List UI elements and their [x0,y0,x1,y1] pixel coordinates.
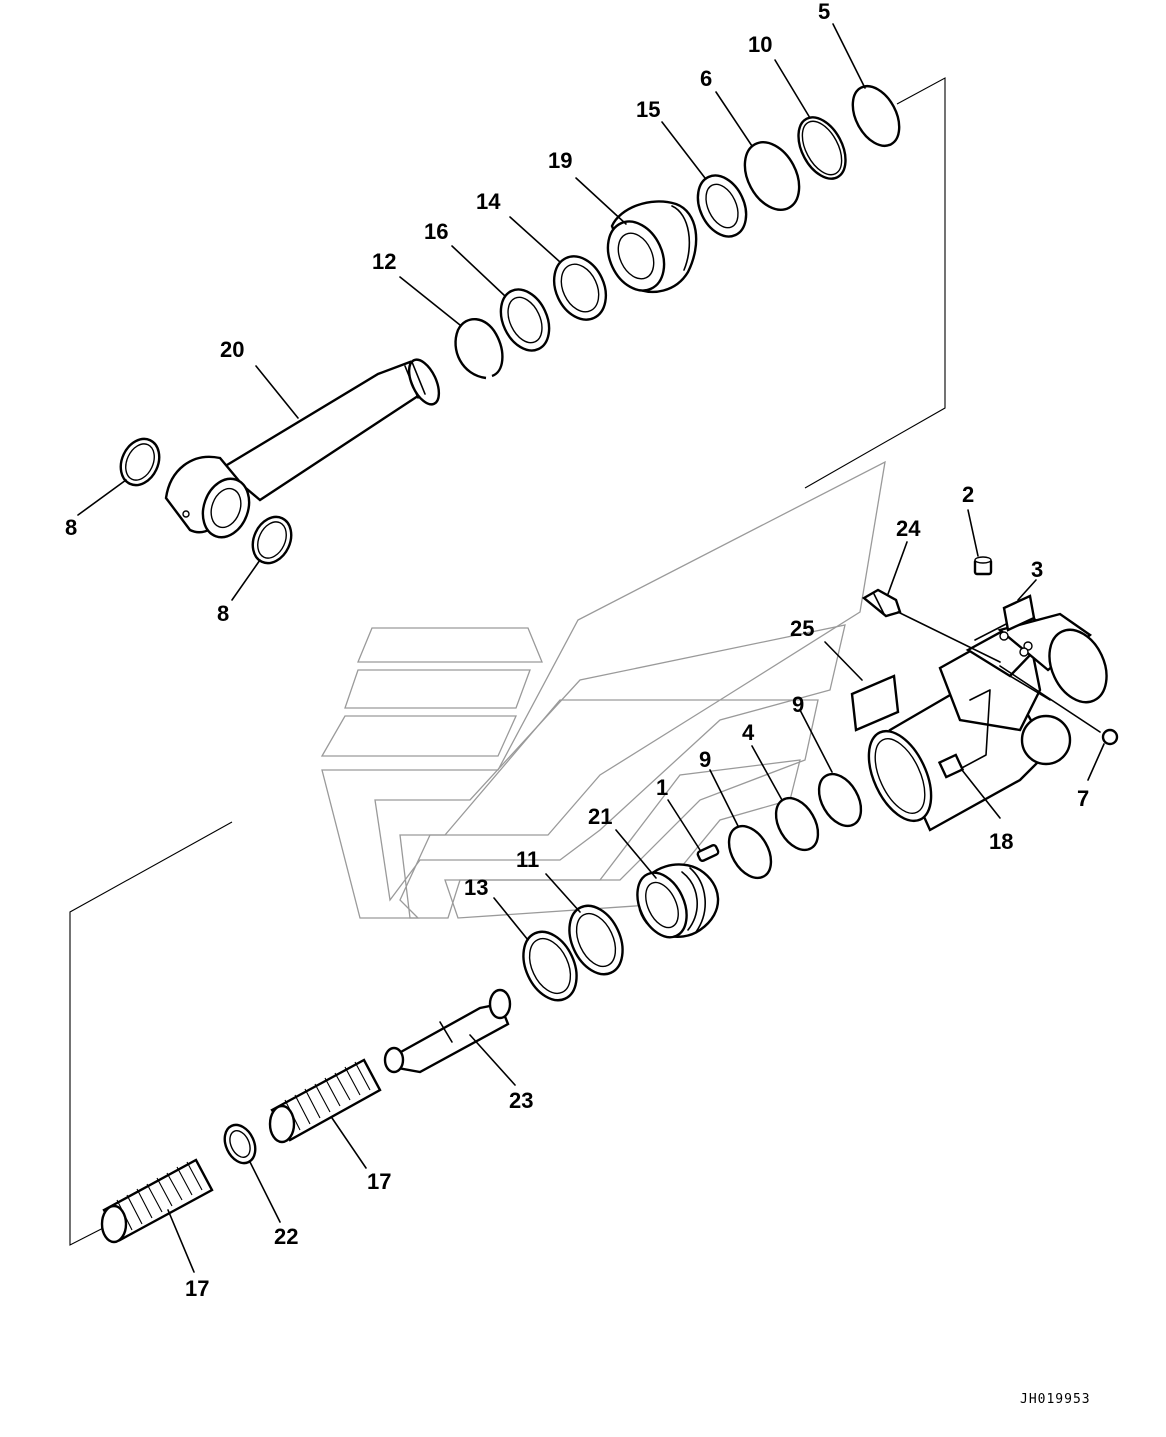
seal-part-8b [251,515,293,565]
ring-part-10 [797,116,847,180]
collar-part-22 [223,1123,257,1165]
label-part-23: 23 [509,1088,533,1113]
label-part-7: 7 [1077,786,1089,811]
label-part-13: 13 [464,875,488,900]
ring-part-5 [851,85,901,147]
label-part-8-lower: 8 [217,601,229,626]
label-part-20: 20 [220,337,244,362]
label-part-14: 14 [476,189,501,214]
fitting-part-2 [973,556,993,576]
label-part-2: 2 [962,482,974,507]
label-part-9-left: 9 [699,747,711,772]
spring-part-17b [100,1158,214,1244]
ring-part-9b [817,772,863,828]
label-part-6: 6 [700,66,712,91]
set-screw-part-1 [696,844,720,862]
label-part-17-lower: 17 [185,1276,209,1301]
label-part-15: 15 [636,97,660,122]
label-part-12: 12 [372,249,396,274]
fitting-part-24 [861,588,902,618]
label-part-1: 1 [656,775,668,800]
label-part-8-upper: 8 [65,515,77,540]
plug-part-7 [1101,728,1119,746]
label-part-17-upper: 17 [367,1169,391,1194]
label-part-22: 22 [274,1224,298,1249]
label-plate-part-25 [850,674,900,732]
label-part-5: 5 [818,0,830,24]
ring-part-14 [552,255,608,321]
drawing-code: JH019953 [1020,1392,1091,1407]
label-part-11: 11 [516,847,539,872]
label-part-3: 3 [1031,557,1043,582]
seal-part-8a [119,437,161,487]
snap-ring-part-12 [454,318,504,380]
ring-part-11 [568,904,624,976]
label-part-16: 16 [424,219,448,244]
piston-part-21 [636,863,720,939]
part-number-labels: 5 10 6 15 19 14 16 12 20 8 8 2 24 3 25 9… [65,0,1089,1301]
bushing-part-15 [696,174,748,238]
ring-part-4 [774,796,820,852]
label-part-25: 25 [790,616,814,641]
leader-lines [77,23,1105,1273]
label-part-18: 18 [989,829,1013,854]
label-part-9-right: 9 [792,692,804,717]
plate-part-3 [1002,594,1036,632]
plunger-part-23 [383,988,512,1074]
label-part-24: 24 [896,516,921,541]
label-part-19: 19 [548,148,572,173]
label-part-21: 21 [588,804,612,829]
cylinder-tube-part-18 [867,612,1108,832]
ring-part-9a [727,824,773,880]
piston-rod-part-20 [164,358,441,539]
label-part-4: 4 [742,720,755,745]
label-part-10: 10 [748,32,772,57]
ring-part-16 [499,288,551,352]
spring-part-17a [268,1058,382,1144]
assembly-frame-lines [69,77,946,1246]
cylinder-head-part-19 [606,200,698,294]
ring-part-13 [522,930,578,1002]
ring-part-6 [743,141,801,211]
